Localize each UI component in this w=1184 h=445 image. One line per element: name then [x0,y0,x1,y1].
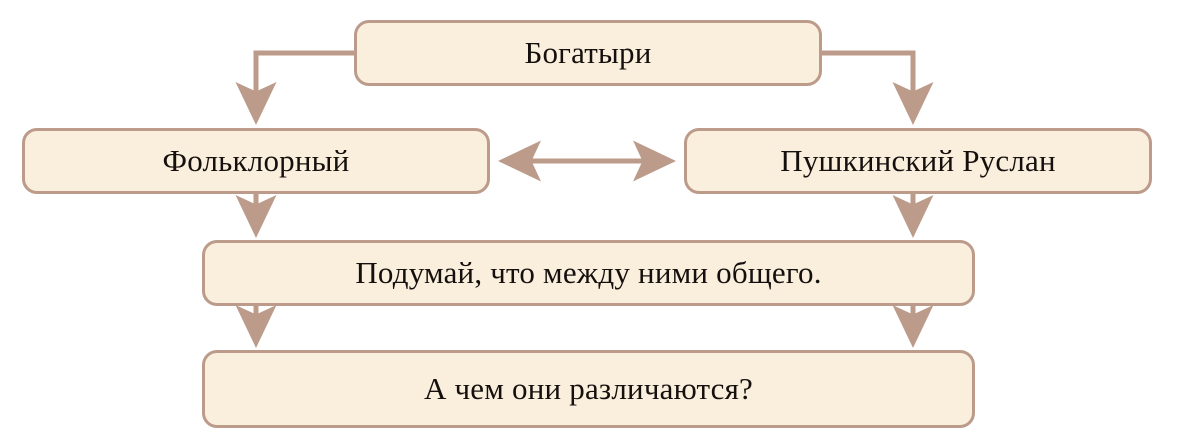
node-pushkinsky-ruslan[interactable]: Пушкинский Руслан [684,128,1152,194]
connector-root-to-pushkin [822,50,934,126]
connector-root-to-folklore [235,50,354,126]
node-bogatyri-label: Богатыри [524,34,652,70]
node-question-common[interactable]: Подумай, что между ними общего. [202,240,975,306]
node-bogatyri[interactable]: Богатыри [354,20,822,86]
node-question-common-label: Подумай, что между ними общего. [355,254,822,290]
node-folklorny[interactable]: Фольклорный [22,128,490,194]
node-question-different[interactable]: А чем они различаются? [202,350,975,428]
node-pushkinsky-ruslan-label: Пушкинский Руслан [780,142,1056,178]
node-question-different-label: А чем они различаются? [423,370,754,406]
node-folklorny-label: Фольклорный [162,142,350,178]
